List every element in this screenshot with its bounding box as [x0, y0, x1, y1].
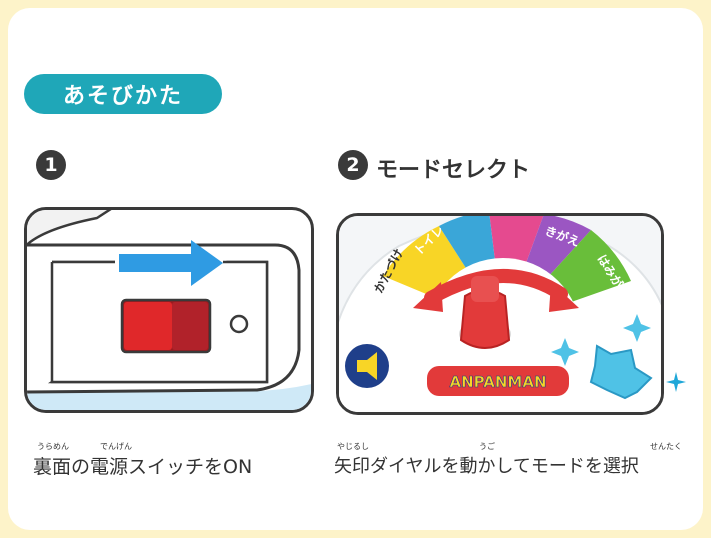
- sparkle-icon: [551, 338, 579, 366]
- speaker-icon: [357, 352, 377, 380]
- rotate-arrow-icon: [424, 268, 568, 305]
- step-1-caption: 裏面の電源スイッチをON: [33, 456, 253, 478]
- step-2-title: モードセレクト: [376, 158, 531, 183]
- step-2-caption: 矢印ダイヤルを動かしてモードを選択: [334, 456, 639, 477]
- step-1-badge: 1: [36, 150, 66, 180]
- mode-dial-illustration: かたづけ トイレ きがえ はみがき ANPANMAN: [339, 216, 661, 412]
- dial-knob: [459, 276, 511, 349]
- ruby-ugo: うご: [479, 442, 495, 451]
- direction-arrow-icon: [119, 240, 223, 286]
- ruby-yajirushi: やじるし: [337, 442, 369, 451]
- indicator-light-icon: [229, 314, 249, 334]
- power-switch: [120, 298, 212, 354]
- sparkle-icon: [666, 372, 686, 392]
- sparkle-icon: [623, 314, 651, 342]
- ruby-sentaku: せんたく: [650, 442, 682, 451]
- power-switch-illustration: [27, 210, 311, 410]
- step-1-panel: [24, 207, 314, 413]
- brand-plate: [427, 366, 569, 396]
- brand-text: ANPANMAN: [449, 373, 546, 391]
- section-title: あそびかた: [24, 74, 222, 114]
- step-2-panel: かたづけ トイレ きがえ はみがき ANPANMAN: [336, 213, 664, 415]
- ruby-dengen: でんげん: [100, 442, 132, 451]
- star-button: [589, 344, 653, 400]
- ruby-uramen: うらめん: [37, 442, 69, 451]
- step-2-badge: 2: [338, 150, 368, 180]
